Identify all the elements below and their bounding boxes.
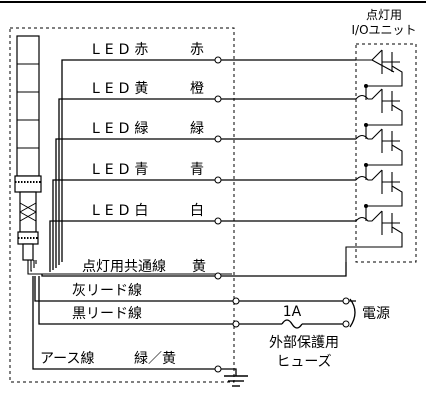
power-label: 電源 bbox=[362, 306, 390, 322]
wire-color-white: 白 bbox=[190, 203, 204, 219]
wire-name-green: LED緑 bbox=[92, 121, 153, 137]
transistor-white bbox=[345, 210, 403, 262]
product-outline bbox=[9, 27, 235, 383]
signal-tower bbox=[14, 35, 42, 261]
wire-name-blue: LED青 bbox=[92, 162, 153, 178]
black-lead-label: 黒リード線 bbox=[72, 306, 142, 322]
fuse bbox=[281, 319, 350, 329]
led-wire-yellow bbox=[58, 95, 356, 265]
led-wire-blue bbox=[52, 176, 356, 270]
gray-lead-wire bbox=[34, 276, 356, 305]
power-bracket bbox=[349, 298, 356, 328]
io-unit bbox=[345, 43, 417, 263]
transistor-yellow bbox=[355, 88, 403, 139]
wire-name-white: LED白 bbox=[92, 203, 153, 219]
wire-name-yellow: LED黄 bbox=[92, 80, 153, 97]
common-wire bbox=[41, 262, 347, 280]
wire-name-red: LED赤 bbox=[92, 42, 153, 58]
earth-wire bbox=[32, 276, 248, 387]
led-wire-white bbox=[49, 217, 356, 272]
black-lead-wire bbox=[38, 276, 282, 328]
transistor-blue bbox=[355, 169, 403, 221]
transistor-green bbox=[355, 128, 403, 180]
earth-wire-color: 緑／黄 bbox=[134, 350, 176, 367]
wire-color-green: 緑 bbox=[190, 121, 204, 137]
wire-color-red: 赤 bbox=[190, 42, 204, 58]
io-unit-label-1: 点灯用 bbox=[366, 8, 402, 22]
wire-color-yellow: 橙 bbox=[190, 81, 204, 97]
fuse-label-2: ヒューズ bbox=[276, 354, 331, 370]
earth-wire-name: アース線 bbox=[40, 351, 94, 367]
gray-lead-label: 灰リード線 bbox=[72, 283, 142, 299]
fuse-label-1: 外部保護用 bbox=[269, 335, 339, 351]
led-wire-green bbox=[55, 135, 356, 268]
io-unit-label-2: I/Oユニット bbox=[351, 23, 416, 37]
fuse-rating: 1A bbox=[283, 304, 302, 320]
common-wire-color: 黄 bbox=[192, 258, 206, 275]
ground-icon bbox=[224, 375, 248, 387]
wire-bundle bbox=[27, 260, 232, 275]
transistor-red bbox=[356, 49, 403, 100]
led-wire-red bbox=[61, 56, 356, 262]
common-wire-name: 点灯用共通線 bbox=[82, 259, 166, 275]
wire-color-blue: 青 bbox=[190, 162, 204, 178]
